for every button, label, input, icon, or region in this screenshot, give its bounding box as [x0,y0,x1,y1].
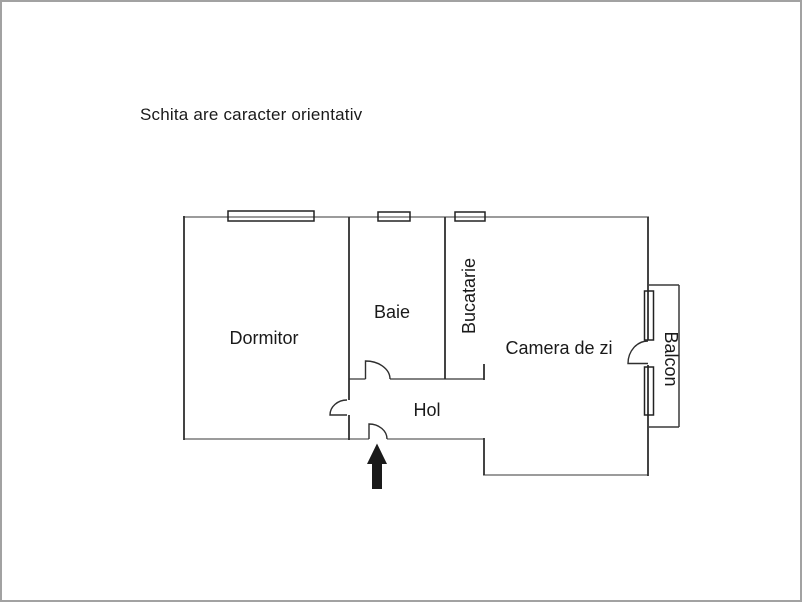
room-label-balcon: Balcon [661,331,681,386]
door-balcon [627,340,649,365]
room-label-camera-de-zi: Camera de zi [505,338,612,358]
window-balcon-lower [643,366,655,416]
window-balcon-upper [643,290,655,341]
window-bucatarie [454,211,486,222]
disclaimer-note: Schita are caracter orientativ [140,105,363,124]
door-baie [364,360,391,380]
door-dormitor [329,399,348,416]
window-dormitor [227,210,315,222]
room-label-baie: Baie [374,302,410,322]
entrance-arrow [367,443,387,489]
room-label-bucatarie: Bucatarie [459,258,479,334]
room-label-hol: Hol [413,400,440,420]
window-baie [377,211,411,222]
door-entrance [368,423,388,440]
room-label-dormitor: Dormitor [229,328,298,348]
